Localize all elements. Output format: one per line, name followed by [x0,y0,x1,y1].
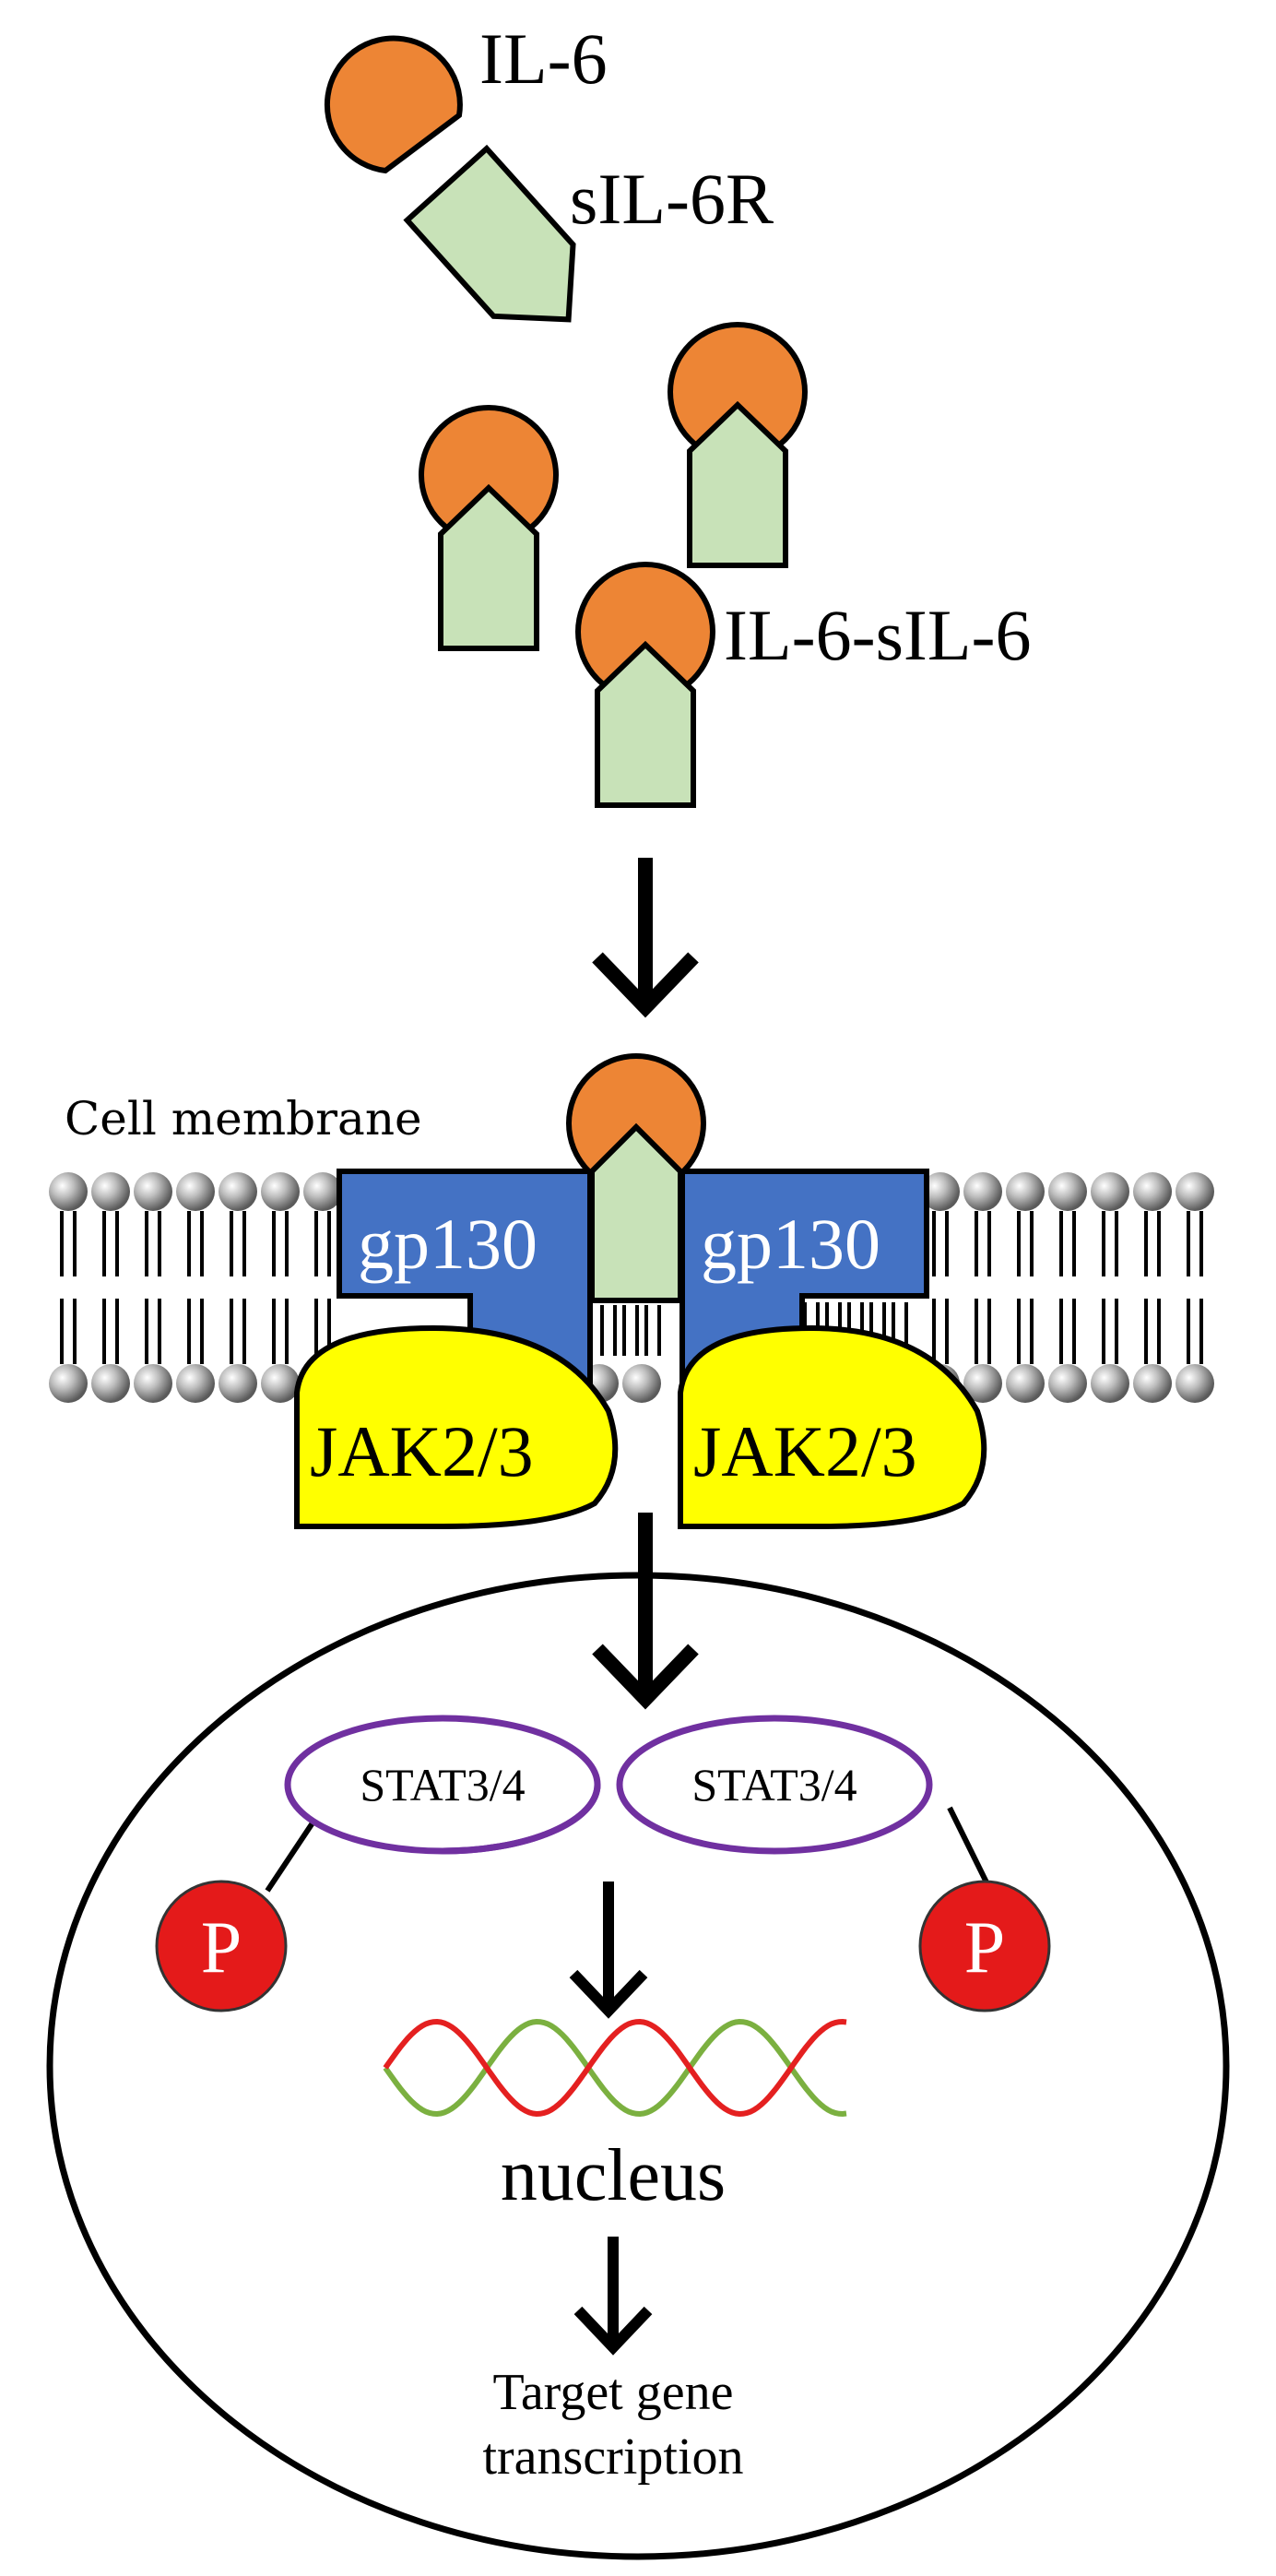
il6-sil6r-complex [575,562,715,808]
jak-left-label: JAK2/3 [310,1411,534,1491]
phospholipid-icon [219,1172,257,1211]
arrow-down-icon [592,858,699,1018]
transcription-label: transcription [482,2428,743,2486]
stat-left-label: STAT3/4 [360,1759,525,1810]
phospholipid-icon [1048,1172,1087,1211]
jak-left [294,1324,619,1529]
phospholipid-icon [1091,1364,1129,1403]
phospholipid-icon [303,1172,342,1211]
jak-right [678,1324,987,1529]
gp130-right-label: gp130 [701,1204,880,1284]
free-sil6r [403,144,576,323]
phosphate-left-label: P [201,1907,242,1988]
phospholipid-icon [176,1364,215,1403]
free-il6 [324,35,463,174]
phospholipid-icon [49,1172,88,1211]
phospholipid-icon [1133,1364,1172,1403]
phospholipid-icon [1091,1172,1129,1211]
phospholipid-icon [1006,1364,1045,1403]
dna-helix-icon [383,2018,847,2118]
bound-il6-sil6r [566,1053,706,1303]
phospholipid-icon [1006,1172,1045,1211]
phospholipid-icon [1176,1172,1214,1211]
phospholipid-icon [134,1364,172,1403]
phospholipid-icon [219,1364,257,1403]
phospho-linker-right [947,1806,991,1888]
stat-right [616,1715,933,1855]
il6-sil6r-complex [419,405,559,651]
nucleus-label: nucleus [501,2135,726,2216]
phospholipid-icon [261,1364,300,1403]
phosphate-right-icon [918,1880,1051,2012]
nucleus-boundary [46,1572,1230,2560]
arrow-down-icon [569,1882,648,2019]
phospholipid-icon [261,1172,300,1211]
il6-label: IL-6 [479,18,608,99]
phospholipid-icon [176,1172,215,1211]
phospholipid-icon [963,1364,1002,1403]
phospholipid-icon [1048,1364,1087,1403]
phospholipid-icon [921,1172,960,1211]
arrow-down-icon [592,1513,699,1710]
complex-label: IL-6-sIL-6 [724,595,1032,675]
cell-membrane-label: Cell membrane [65,1092,422,1146]
phospholipid-icon [1133,1172,1172,1211]
phospholipid-icon [91,1172,130,1211]
arrow-down-icon [573,2237,653,2356]
sil6r-label: sIL-6R [570,159,774,239]
stat-right-label: STAT3/4 [691,1759,857,1810]
phospholipid-icon [49,1364,88,1403]
target-gene-label: Target gene [493,2364,734,2421]
phosphate-right-label: P [964,1907,1006,1988]
il6-icon [324,35,463,174]
il6-sil6r-complex [668,322,808,568]
jak-right-label: JAK2/3 [693,1411,917,1491]
phospholipid-icon [963,1172,1002,1211]
phospholipid-icon [134,1172,172,1211]
phospholipid-icon [91,1364,130,1403]
gp130-left-label: gp130 [358,1204,538,1284]
phospholipid-icon [1176,1364,1214,1403]
phosphate-left-icon [155,1880,288,2012]
phospholipid-icon [622,1364,661,1403]
sil6r-icon [403,144,576,323]
lipid-bilayer-heads [49,1172,1214,1403]
